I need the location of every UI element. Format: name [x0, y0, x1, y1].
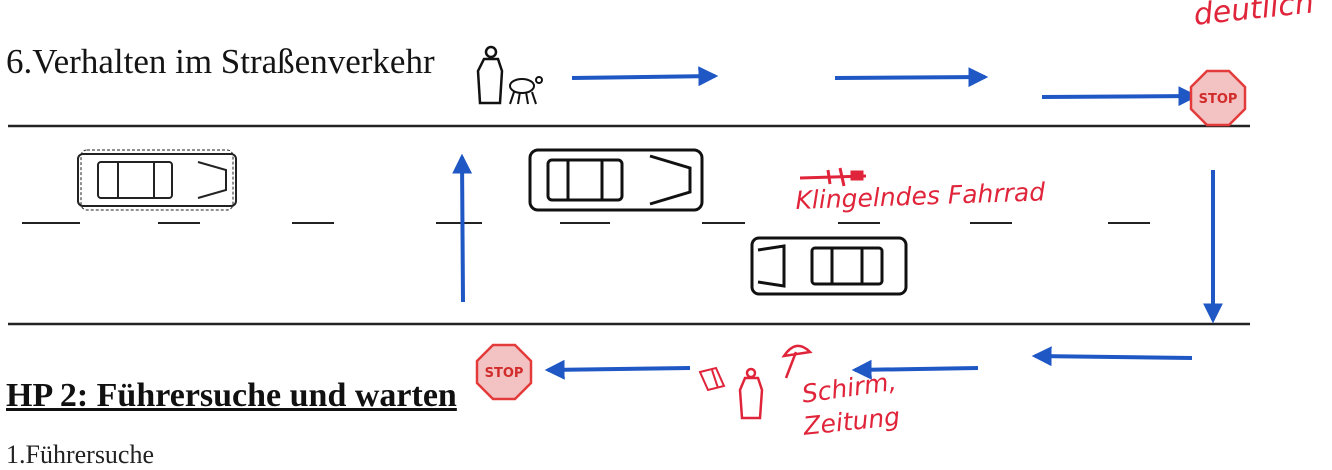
stop-sign-icon: STOP	[477, 345, 531, 399]
svg-text:STOP: STOP	[485, 366, 524, 381]
newspaper-icon	[700, 368, 724, 390]
section-heading: HP 2: Führersuche und warten	[6, 377, 457, 415]
section-subheading: 1.Führersuche	[6, 440, 154, 470]
svg-text:STOP: STOP	[1199, 92, 1238, 107]
person-icon	[478, 47, 502, 103]
dog-icon	[510, 77, 542, 104]
car-icon	[752, 238, 906, 294]
umbrella-icon	[784, 346, 810, 378]
car-icon	[78, 150, 236, 210]
stop-sign-icon: STOP	[1191, 71, 1245, 125]
car-icon	[530, 150, 702, 210]
page-heading: 6.Verhalten im Straßenverkehr	[6, 42, 435, 82]
person-icon	[740, 369, 762, 418]
